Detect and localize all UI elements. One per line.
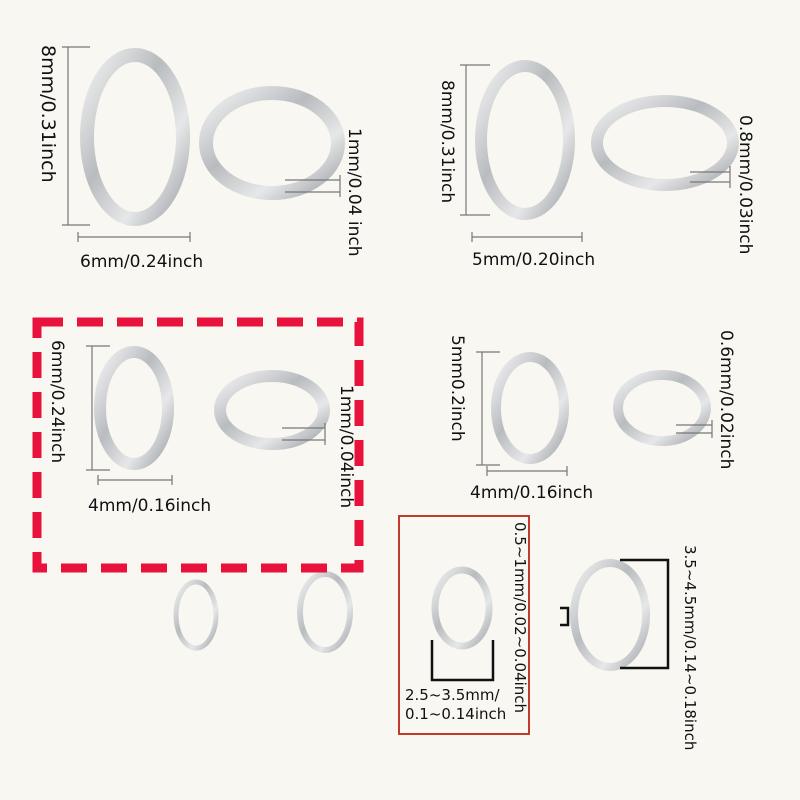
highlight-dashed-box	[32, 317, 364, 573]
ring-6x4-thickness-label: 1mm/0.04inch	[336, 385, 356, 509]
ring-8x6-front	[80, 48, 190, 226]
ring-5x4-side	[613, 370, 711, 446]
ring-8x5-height-label: 8mm/0.31inch	[437, 80, 457, 204]
small-ring-dimension-lines	[430, 558, 670, 682]
ring-8x5-width-label: 5mm/0.20inch	[472, 250, 596, 270]
ring-5x4-width-label: 4mm/0.16inch	[470, 483, 594, 503]
ring-6x4-height-label: 6mm/0.24inch	[47, 340, 67, 464]
ring-small-b	[297, 571, 353, 653]
ring-8x6-thickness-label: 1mm/0.04 inch	[344, 128, 364, 257]
ring-6x4-side	[214, 370, 330, 450]
ring-8x6-side	[199, 86, 345, 200]
ring-small-c	[431, 566, 493, 650]
small-width-mm: 2.5~3.5mm/	[405, 686, 500, 704]
ring-8x6-width-label: 6mm/0.24inch	[80, 252, 204, 272]
small-width-inch: 0.1~0.14inch	[405, 705, 507, 723]
ring-8x5-side	[591, 95, 739, 191]
small-thickness-label: 0.5~1mm/0.02~0.04inch	[510, 522, 529, 713]
ring-8x5-front	[475, 60, 575, 220]
ring-6x4-width-label: 4mm/0.16inch	[88, 496, 212, 516]
small-height-inch: 0.14~0.18inch	[681, 639, 699, 751]
small-thickness-inch: 0.02~0.04inch	[511, 602, 529, 714]
small-thickness-mm: 0.5~1mm/	[511, 522, 529, 603]
ring-small-a	[173, 579, 219, 651]
small-height-mm: 3.5~4.5mm/	[681, 545, 699, 640]
dimension-lines	[62, 46, 731, 485]
ring-5x4-height-label: 5mm0.2inch	[447, 335, 467, 442]
small-height-label: 3.5~4.5mm/0.14~0.18inch	[680, 545, 699, 750]
small-width-label: 2.5~3.5mm/ 0.1~0.14inch	[405, 686, 506, 724]
ring-5x4-thickness-label: 0.6mm/0.02inch	[716, 330, 736, 470]
highlight-solid-box	[398, 515, 530, 735]
ring-6x4-front	[94, 346, 174, 470]
ring-small-d	[570, 559, 650, 671]
ring-5x4-front	[491, 352, 569, 464]
ring-8x5-thickness-label: 0.8mm/0.03inch	[735, 115, 755, 255]
ring-8x6-height-label: 8mm/0.31inch	[37, 45, 59, 183]
